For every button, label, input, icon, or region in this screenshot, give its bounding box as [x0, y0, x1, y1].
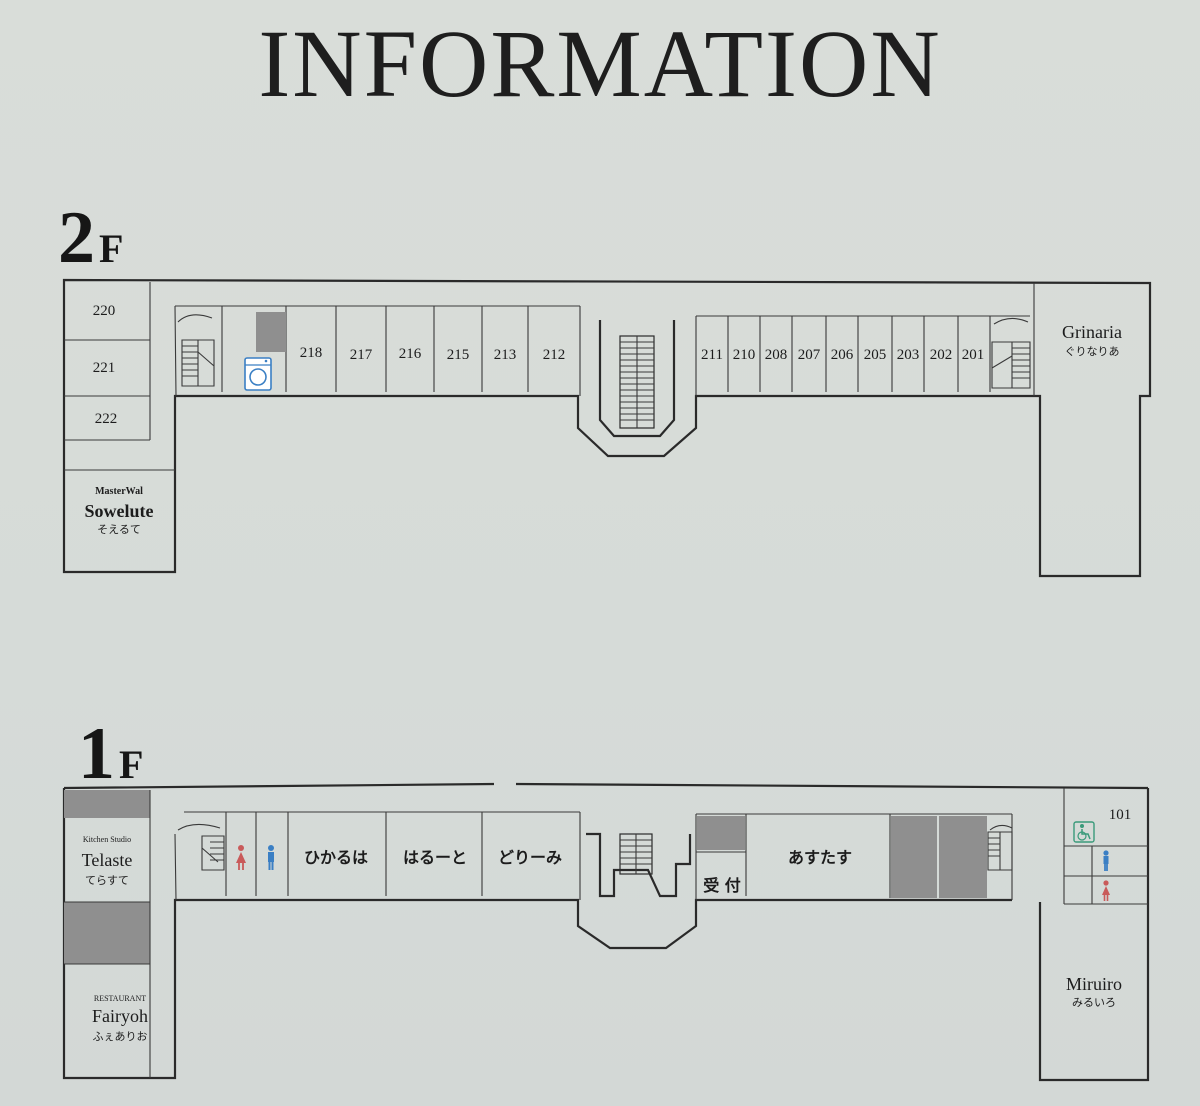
1f-right-rooms — [695, 813, 1013, 900]
shop-grinaria-kana: ぐりなりあ — [1065, 345, 1120, 358]
1f-right-stair — [987, 824, 1013, 871]
room-asutasu: あすたす — [788, 848, 852, 867]
room-221: 221 — [93, 360, 116, 376]
room-101: 101 — [1109, 807, 1132, 823]
1f-grey-block-right-a — [891, 816, 937, 898]
1f-left-column — [64, 790, 151, 1078]
1f-grey-block-left — [64, 902, 150, 964]
male-restroom-icon — [268, 845, 274, 870]
room-222: 222 — [95, 411, 118, 427]
1f-grey-block-right-b — [939, 816, 987, 898]
shop-grinaria-name: Grinaria — [1062, 322, 1122, 342]
shop-miruiro-name: Miruiro — [1066, 974, 1122, 994]
room-215: 215 — [447, 347, 470, 363]
1f-grey-block-reception — [697, 816, 745, 850]
2f-storage-room — [256, 312, 286, 352]
room-217: 217 — [350, 347, 373, 363]
2f-central-stair-shaft — [598, 320, 676, 438]
page-title: INFORMATION — [258, 10, 942, 117]
2f-right-stair — [991, 317, 1031, 389]
room-doriimi: どりーみ — [498, 848, 562, 867]
floor-unit: F — [119, 742, 144, 787]
room-211: 211 — [701, 347, 723, 363]
room-220: 220 — [93, 303, 116, 319]
floor-unit: F — [99, 226, 124, 271]
room-212: 212 — [543, 347, 566, 363]
1f-outer-wall — [62, 788, 1150, 1082]
floor-number: 1 — [78, 713, 115, 795]
2f-outer-wall — [62, 278, 1152, 578]
female-restroom-icon — [236, 845, 246, 870]
shop-telaste-name: Telaste — [82, 850, 133, 870]
2f-left-rooms — [64, 282, 175, 471]
2f-central-stair — [619, 335, 655, 429]
1f-far-right-rooms — [1063, 788, 1148, 905]
room-218: 218 — [300, 345, 323, 361]
room-201: 201 — [962, 347, 985, 363]
room-hikaruha: ひかるは — [304, 848, 368, 867]
2f-left-corridor — [174, 305, 581, 397]
shop-fairyoh-tag: RESTAURANT — [94, 994, 146, 1003]
room-208: 208 — [765, 347, 788, 363]
room-206: 206 — [831, 347, 854, 363]
2f-left-stair — [177, 314, 215, 387]
shop-fairyoh-kana: ふぇありお — [93, 1030, 148, 1043]
washing-machine-icon — [244, 357, 272, 391]
1f-central-stair — [619, 833, 653, 875]
room-haruto: はるーと — [403, 848, 467, 867]
room-216: 216 — [399, 346, 422, 362]
shop-sowelute-kana: そえるて — [97, 523, 141, 536]
1f-central-stair-shaft — [586, 832, 692, 898]
1f-grey-block-top-left — [64, 790, 150, 818]
1f-left-stair — [177, 823, 225, 871]
room-202: 202 — [930, 347, 953, 363]
male-restroom-icon — [1103, 850, 1109, 871]
2f-right-corridor — [695, 283, 1035, 396]
floor-number: 2 — [58, 197, 95, 279]
room-207: 207 — [798, 347, 821, 363]
female-restroom-icon — [1102, 880, 1110, 901]
shop-telaste-kana: てらすて — [85, 874, 129, 887]
accessible-restroom-icon — [1073, 821, 1095, 843]
reception-label: 受 付 — [703, 876, 741, 895]
room-205: 205 — [864, 347, 887, 363]
room-213: 213 — [494, 347, 517, 363]
room-203: 203 — [897, 347, 920, 363]
floor-2f-plan: 220 221 222 218 217 216 215 213 212 211 … — [62, 278, 1152, 578]
shop-sowelute-tag: MasterWal — [95, 486, 143, 497]
floor-1f-plan: ひかるは はるーと どりーみ あすたす 受 付 101 Kitchen Stud… — [62, 782, 1150, 1082]
shop-fairyoh-name: Fairyoh — [92, 1006, 148, 1026]
1f-top-wall — [63, 782, 1149, 790]
1f-left-rooms — [174, 811, 581, 901]
shop-sowelute-name: Sowelute — [85, 501, 154, 521]
shop-miruiro-kana: みるいろ — [1072, 996, 1116, 1009]
room-210: 210 — [733, 347, 756, 363]
shop-telaste-tag: Kitchen Studio — [83, 835, 131, 844]
